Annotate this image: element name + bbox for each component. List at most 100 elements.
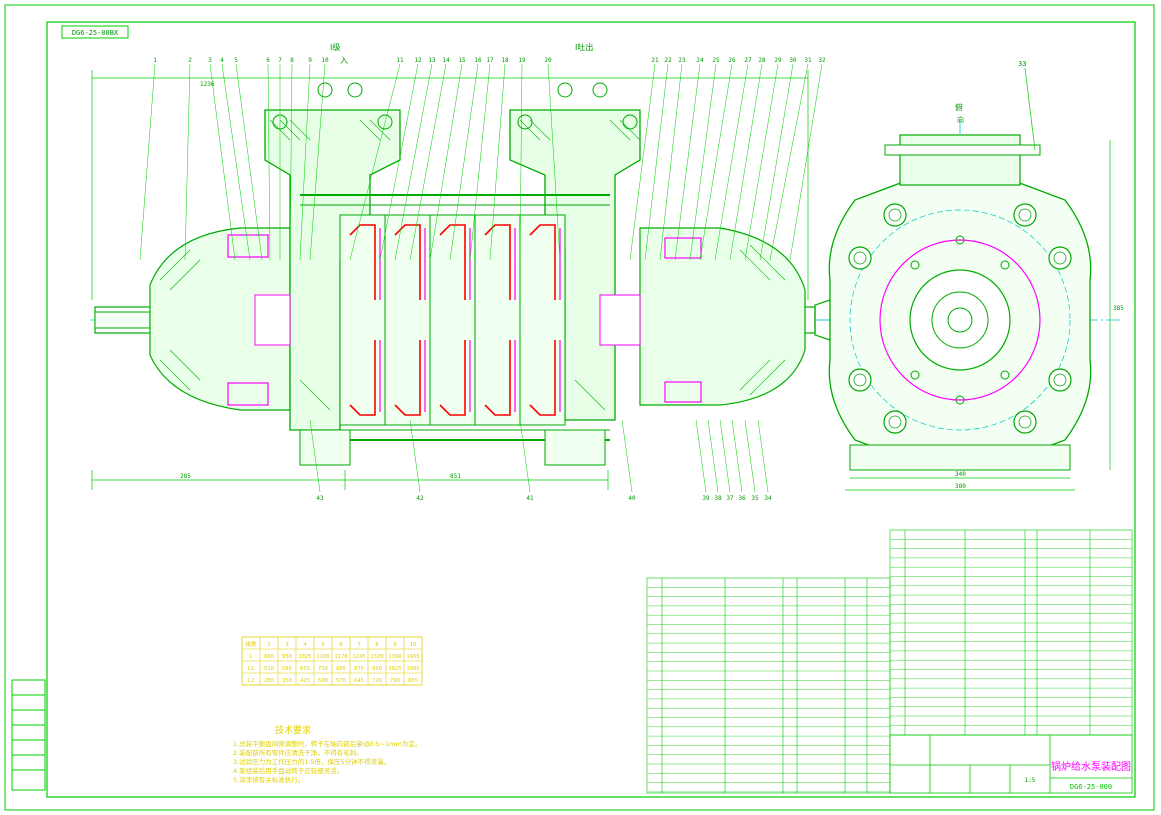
balloon-bottom-34: 34: [764, 495, 772, 502]
spec-table-cell: 7: [357, 642, 360, 648]
balloon-top-10: 10: [321, 57, 329, 64]
leader-top-25: [689, 63, 717, 261]
side-bolt-inner: [888, 415, 902, 429]
leader-top-28: [729, 63, 763, 261]
balloon-top-5: 5: [234, 57, 238, 64]
leader-top-1: [139, 63, 156, 261]
leader-bottom-40: [621, 419, 633, 493]
balloon-top-31: 31: [804, 57, 812, 64]
tech-req-line: 2.装配前所有零件应清洗干净，不得有毛刺。: [233, 748, 363, 757]
spec-table-cell: 655: [300, 666, 310, 672]
balloon-top-23: 23: [678, 57, 686, 64]
spec-table-cell: 880: [264, 654, 274, 660]
balloon-top-20: 20: [544, 57, 552, 64]
balloon-top-15: 15: [458, 57, 466, 64]
spec-table-cell: L1: [248, 666, 255, 672]
leader-top-32: [789, 63, 823, 261]
side-bolt-inner: [1053, 373, 1067, 387]
balloon-top-24: 24: [696, 57, 704, 64]
leader-top-11: [349, 63, 401, 261]
side-bolt-inner: [888, 208, 902, 222]
side-bolt-outer: [1048, 368, 1072, 392]
inlet-word: 入: [340, 56, 348, 65]
leader-top-24: [674, 63, 701, 261]
leader-top-31: [769, 63, 809, 261]
spec-table-cell: 1390: [388, 654, 401, 660]
spec-table-cell: 1095: [406, 666, 419, 672]
spec-table-cell: 8: [375, 642, 378, 648]
leader-top-12: [379, 63, 419, 261]
leader-top-30: [759, 63, 794, 261]
spec-table-cell: 级数: [245, 640, 257, 648]
balloon-top-8: 8: [290, 57, 294, 64]
title-block: [889, 734, 1133, 794]
leader-bottom-42: [409, 419, 421, 493]
spec-table-cell: 570: [336, 678, 346, 684]
spec-table-cell: 1245: [352, 654, 365, 660]
side-shaft-end: [947, 307, 973, 333]
leader-bottom-43: [309, 419, 321, 493]
side-bolt-outer: [848, 368, 872, 392]
parts-rows-left: [647, 587, 890, 793]
side-dimensions: [845, 140, 1111, 491]
spec-table-cell: 280: [264, 678, 274, 684]
impellers: [349, 224, 556, 416]
spec-table-cell: 9: [393, 642, 396, 648]
side-bolt-inner: [1018, 415, 1032, 429]
leader-top-5: [235, 63, 263, 261]
balloon-top-2: 2: [188, 57, 192, 64]
side-stud: [955, 395, 965, 405]
dim-left: 285: [180, 473, 191, 480]
tech-req-title: 技术要求: [275, 724, 311, 736]
balloon-bottom-43: 43: [316, 495, 324, 502]
side-bolt-outer: [1048, 246, 1072, 270]
leader-top-10: [309, 63, 326, 261]
spec-table-cell: 350: [282, 678, 292, 684]
leader-bottom-41: [519, 419, 531, 493]
sheet-code-box: [61, 25, 129, 39]
right-bearing-housing: [639, 227, 806, 406]
left-margin-strips: [11, 679, 46, 791]
side-discharge-flange: [899, 134, 1021, 186]
leader-top-4: [221, 63, 251, 261]
side-bolt-outer: [1013, 203, 1037, 227]
inner-frame: [46, 21, 1136, 798]
leader-top-29: [744, 63, 779, 261]
leader-top-9: [299, 63, 311, 261]
leader-bottom-37: [719, 419, 731, 493]
tech-requirements: 1.总装平衡盘间隙调整时，转子在轴向前后窜动0.5~1mm为宜。2.装配前所有零…: [233, 739, 421, 784]
balloon-top-22: 22: [664, 57, 672, 64]
balloon-bottom-35: 35: [751, 495, 759, 502]
inlet-label: I级: [330, 42, 340, 52]
spec-table-cell: 790: [390, 678, 400, 684]
balloon-top-17: 17: [486, 57, 494, 64]
balloon-top-27: 27: [744, 57, 752, 64]
balloon-top-12: 12: [414, 57, 422, 64]
balloon-top-6: 6: [266, 57, 270, 64]
spec-table-cell: 1100: [316, 654, 329, 660]
side-view: [814, 120, 1120, 471]
side-bolt-inner: [853, 373, 867, 387]
top-view-label: 俯: [955, 102, 963, 112]
leader-top-17: [469, 63, 491, 261]
balloon-top-4: 4: [220, 57, 224, 64]
leader-top-3: [209, 63, 236, 261]
outer-frame: [4, 4, 1155, 811]
stage-casings: [339, 214, 566, 426]
spec-table-cell: 1465: [406, 654, 419, 660]
balloon-bottom-36: 36: [738, 495, 746, 502]
leader-top-15: [429, 63, 463, 261]
spec-table-cell: 1170: [334, 654, 347, 660]
side-dim-2: 380: [955, 483, 966, 490]
top-view-sub: 向: [957, 115, 964, 124]
spec-table-cell: 730: [318, 666, 328, 672]
left-seal: [254, 294, 291, 346]
spec-table-cell: 585: [282, 666, 292, 672]
spec-table-cell: L2: [248, 678, 255, 684]
balloon-top-7: 7: [278, 57, 282, 64]
balloon-bottom-41: 41: [526, 495, 534, 502]
leader-bottom-35: [744, 419, 756, 493]
